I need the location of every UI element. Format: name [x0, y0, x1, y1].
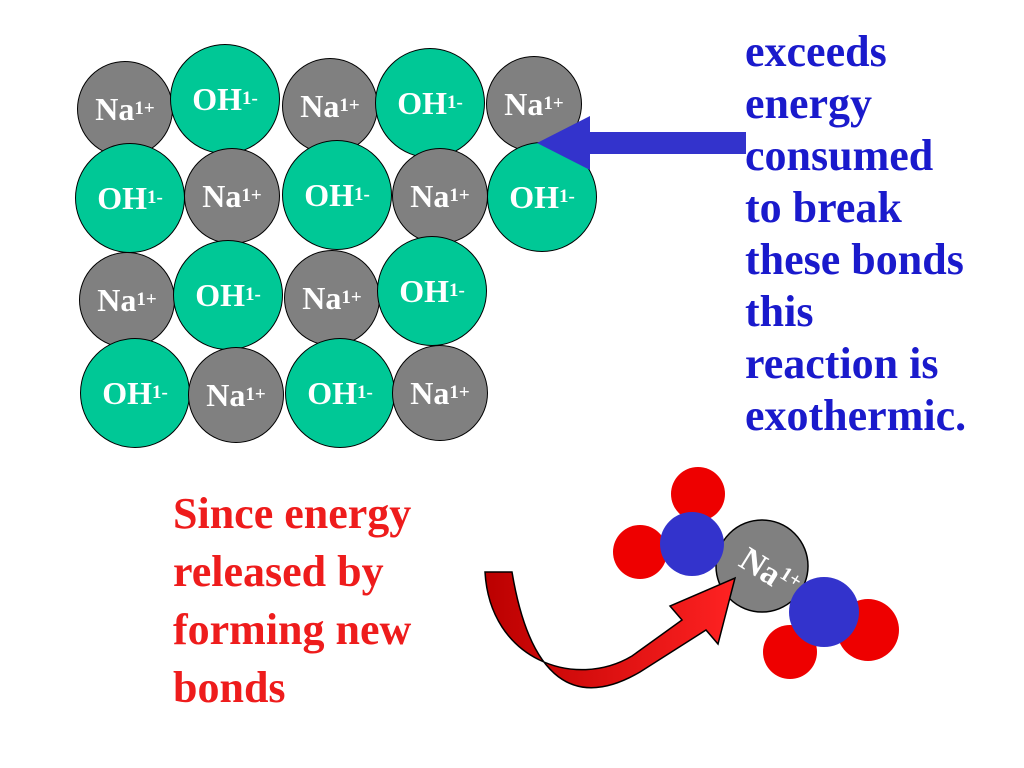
- ion-label: Na: [504, 85, 544, 122]
- ion-label: Na: [300, 87, 340, 124]
- ion-label: OH: [304, 176, 354, 213]
- ion-label: OH: [509, 178, 559, 215]
- ion-label: Na: [97, 281, 137, 318]
- text-line: forming new: [173, 605, 412, 654]
- ion-label: Na: [302, 279, 342, 316]
- ion-label: Na: [410, 177, 450, 214]
- ion-label: Na: [206, 376, 246, 413]
- text-line: consumed: [745, 131, 934, 180]
- ion-label: OH: [192, 80, 242, 117]
- text-line: energy: [745, 79, 873, 128]
- text-line: released by: [173, 547, 384, 596]
- text-line: bonds: [173, 663, 286, 712]
- ion-label: OH: [397, 84, 447, 121]
- text-line: exothermic.: [745, 391, 967, 440]
- ion-label: OH: [102, 374, 152, 411]
- oxygen-atom: [671, 467, 725, 521]
- text-line: Since energy: [173, 489, 412, 538]
- hydrogen-atom: [789, 577, 859, 647]
- text-line: these bonds: [745, 235, 964, 284]
- blue-arrow-shaft: [586, 132, 746, 154]
- blue-arrow: [537, 116, 746, 170]
- text-line: this: [745, 287, 814, 336]
- ion-label: Na: [95, 90, 135, 127]
- ion-label: OH: [307, 374, 357, 411]
- hydrated-sodium-ion: Na1+: [613, 467, 899, 679]
- oxygen-atom: [613, 525, 667, 579]
- curved-red-arrow: [484, 571, 737, 689]
- ion-label: Na: [202, 177, 242, 214]
- ion-label: OH: [399, 272, 449, 309]
- text-line: exceeds: [745, 27, 887, 76]
- text-line: to break: [745, 183, 902, 232]
- energy-explanation-text: exceeds energy consumed to break these b…: [745, 26, 966, 442]
- energy-released-text: Since energy released by forming new bon…: [173, 485, 411, 717]
- curved-arrow-shape: [484, 571, 737, 689]
- ion-label: Na: [410, 374, 450, 411]
- blue-arrow-head: [537, 116, 590, 170]
- ion-label: OH: [97, 179, 147, 216]
- hydrogen-atom: [660, 512, 724, 576]
- text-line: reaction is: [745, 339, 939, 388]
- sodium-ion: [715, 519, 809, 613]
- ion-label: OH: [195, 276, 245, 313]
